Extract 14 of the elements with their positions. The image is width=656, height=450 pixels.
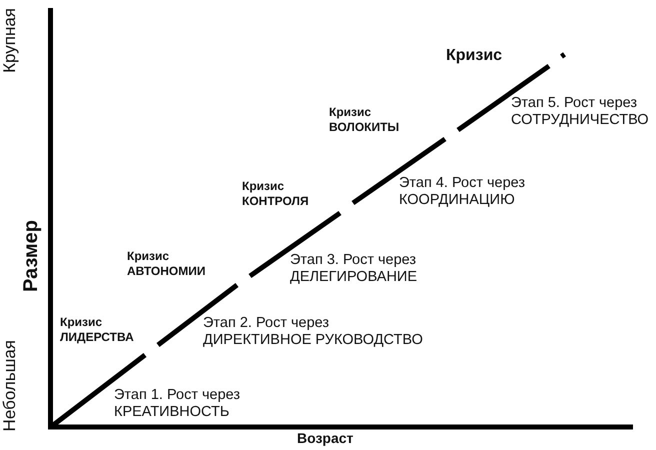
crisis-label: Кризис АВТОНОМИИ	[127, 249, 206, 278]
crisis-label: Кризис ЛИДЕРСТВА	[60, 315, 134, 344]
stage-label: Этап 1. Рост через КРЕАТИВНОСТЬ	[114, 387, 240, 420]
stage-label: Этап 3. Рост через ДЕЛЕГИРОВАНИЕ	[290, 252, 418, 286]
stage-label: Этап 2. Рост через ДИРЕКТИВНОЕ РУКОВОДСТВО	[203, 315, 423, 348]
axis-title: Размер	[20, 220, 42, 292]
axis-label: Крупная	[1, 8, 20, 73]
stage-label: Этап 5. Рост через СОТРУДНИЧЕСТВО	[511, 95, 649, 128]
axis-title: Возраст	[297, 431, 354, 446]
axis-label: Небольшая	[1, 340, 20, 432]
crisis-label: Кризис КОНТРОЛЯ	[242, 179, 309, 208]
stage-label: Этап 4. Рост через КООРДИНАЦИЮ	[399, 175, 526, 208]
crisis-label: Кризис	[446, 47, 502, 65]
crisis-label: Кризис ВОЛОКИТЫ	[329, 105, 400, 134]
